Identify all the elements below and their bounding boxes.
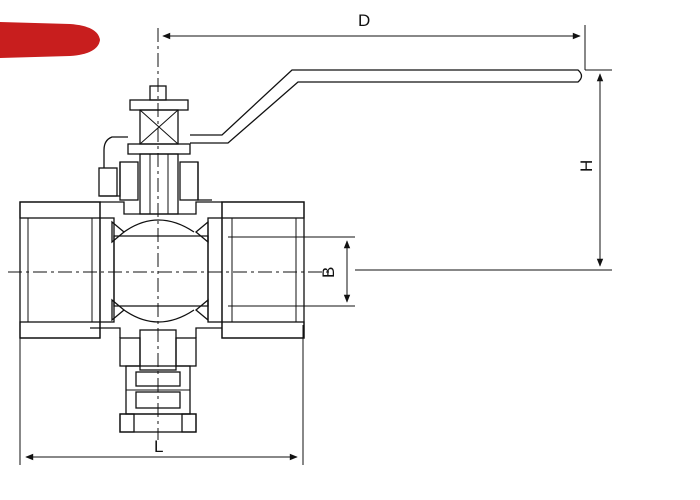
red-handle-grip-icon bbox=[0, 22, 100, 58]
ball bbox=[111, 219, 209, 323]
dimension-l-label: L bbox=[154, 437, 163, 456]
lever-handle bbox=[190, 69, 583, 144]
dimension-h: H bbox=[355, 69, 612, 271]
dimension-d: D bbox=[162, 11, 586, 70]
dimension-b: B bbox=[228, 236, 355, 307]
stem-assembly bbox=[127, 85, 191, 215]
bonnet bbox=[100, 161, 212, 201]
dimension-l: L bbox=[19, 325, 304, 465]
stop-pin bbox=[98, 136, 128, 197]
drain-plug bbox=[119, 329, 197, 433]
dimension-h-label: H bbox=[577, 160, 596, 172]
dimension-d-label: D bbox=[358, 11, 370, 30]
dimension-b-label: B bbox=[319, 267, 338, 278]
valve-body bbox=[19, 201, 305, 339]
